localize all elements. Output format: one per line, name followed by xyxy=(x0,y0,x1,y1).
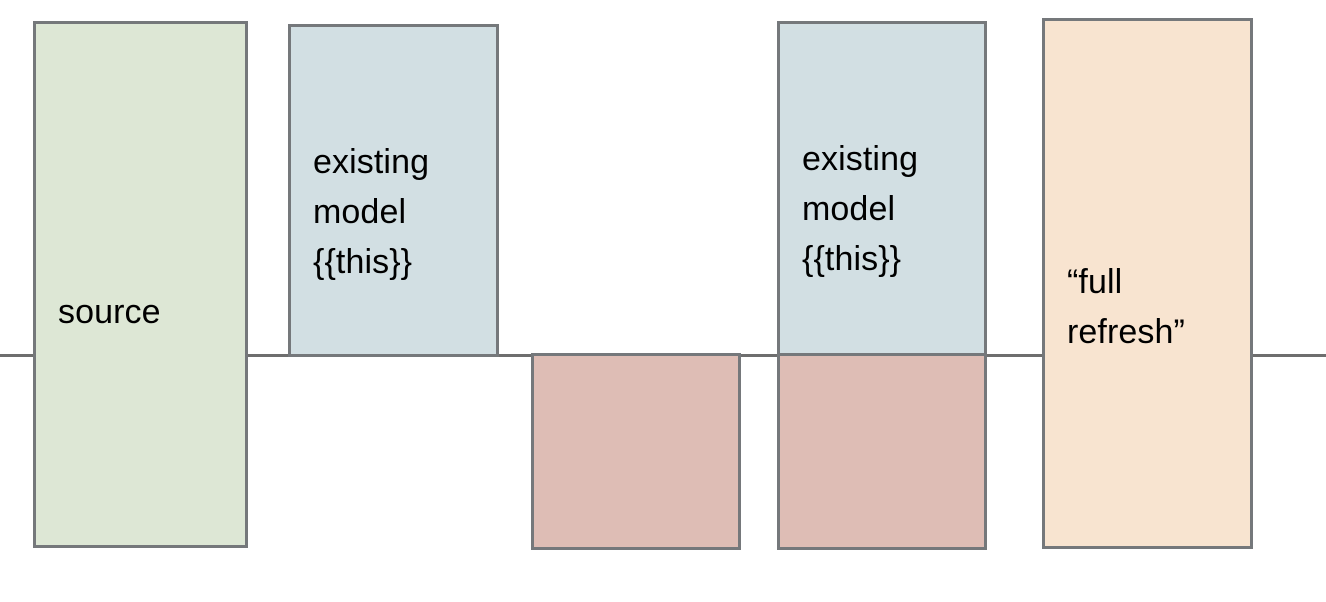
box-new-records-b[interactable]: new records xyxy=(777,353,987,550)
box-full-refresh-label: “full refresh” xyxy=(1067,263,1185,351)
box-source-label: source xyxy=(58,293,161,331)
box-existing-model-a[interactable]: existing model {{this}} xyxy=(288,24,499,357)
box-full-refresh[interactable]: “full refresh” xyxy=(1042,18,1253,549)
box-existing-model-a-label: existing model {{this}} xyxy=(313,143,430,281)
box-new-records-a[interactable]: new records xyxy=(531,353,741,550)
box-source[interactable]: source xyxy=(33,21,248,548)
box-existing-model-b[interactable]: existing model {{this}} xyxy=(777,21,987,357)
box-existing-model-b-label: existing model {{this}} xyxy=(802,140,919,278)
